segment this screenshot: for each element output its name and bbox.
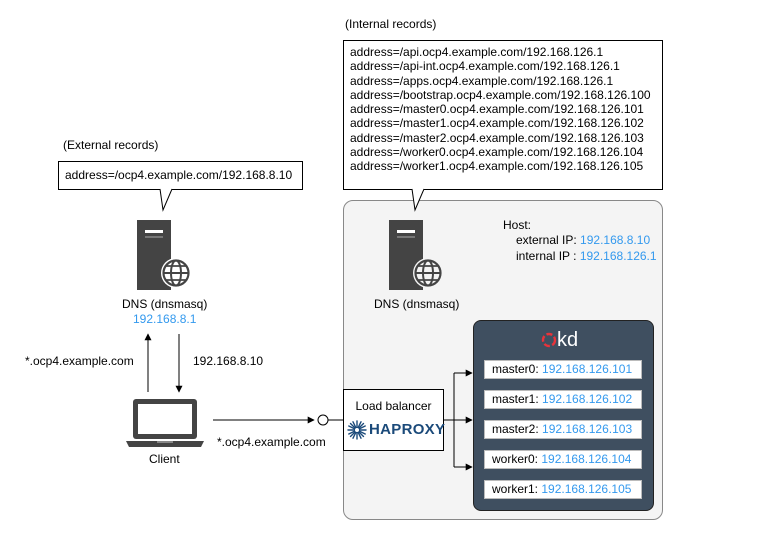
external-dns-ip: 192.168.8.1 (133, 312, 197, 326)
haproxy-logo-icon (347, 420, 367, 440)
okd-node-master1: master1: 192.168.126.102 (484, 390, 642, 409)
host-port-circle (317, 414, 329, 426)
client-request-label: *.ocp4.example.com (217, 435, 326, 449)
internal-record-line: address=/worker0.ocp4.example.com/192.16… (350, 145, 644, 160)
node-name: master0: (492, 362, 539, 376)
external-dns-label: DNS (dnsmasq) (122, 297, 208, 311)
internal-record-line: address=/master2.ocp4.example.com/192.16… (350, 130, 644, 145)
external-records-box: address=/ocp4.example.com/192.168.8.10 (58, 161, 303, 190)
haproxy-logo-text: HAPROXY (369, 421, 446, 438)
host-external-ip-row: external IP: 192.168.8.10 (503, 233, 657, 248)
node-ip: 192.168.126.104 (541, 452, 632, 466)
okd-logo: kd (541, 329, 578, 350)
okd-cluster (473, 320, 654, 511)
host-internal-ip-row: internal IP : 192.168.126.1 (503, 249, 657, 264)
external-record-line: address=/ocp4.example.com/192.168.8.10 (65, 168, 293, 182)
node-ip: 192.168.126.105 (541, 482, 632, 496)
internal-record-line: address=/apps.ocp4.example.com/192.168.1… (350, 73, 614, 88)
node-ip: 192.168.126.101 (542, 362, 633, 376)
load-balancer-title: Load balancer (355, 399, 432, 413)
external-records-title: (External records) (63, 138, 159, 152)
node-ip: 192.168.126.102 (542, 392, 633, 406)
okd-logo-text: kd (557, 329, 578, 350)
internal-records-title: (Internal records) (345, 17, 437, 31)
internal-dns-label: DNS (dnsmasq) (374, 297, 460, 311)
dns-response-label: 192.168.8.10 (193, 354, 264, 368)
server-globe-icon (137, 220, 191, 290)
host-external-label: external IP: (516, 233, 577, 248)
internal-record-line: address=/master1.ocp4.example.com/192.16… (350, 116, 644, 131)
okd-node-master2: master2: 192.168.126.103 (484, 420, 642, 439)
server-globe-icon (389, 220, 443, 290)
node-ip: 192.168.126.103 (542, 422, 633, 436)
laptop-icon (126, 399, 204, 447)
internal-record-line: address=/bootstrap.ocp4.example.com/192.… (350, 87, 651, 102)
host-internal-label: internal IP : (516, 248, 577, 263)
internal-record-line: address=/master0.ocp4.example.com/192.16… (350, 102, 644, 117)
external-callout-tail (159, 188, 173, 212)
node-name: master2: (492, 422, 539, 436)
internal-records-box: address=/api.ocp4.example.com/192.168.12… (343, 40, 663, 190)
dns-query-label: *.ocp4.example.com (25, 354, 134, 368)
internal-record-line: address=/api-int.ocp4.example.com/192.16… (350, 59, 620, 74)
okd-node-master0: master0: 192.168.126.101 (484, 360, 642, 379)
node-name: master1: (492, 392, 539, 406)
internal-record-line: address=/api.ocp4.example.com/192.168.12… (350, 45, 604, 59)
internal-record-line: address=/worker1.ocp4.example.com/192.16… (350, 159, 644, 174)
lb-fanout-arrows (444, 369, 473, 471)
node-name: worker1: (492, 482, 539, 496)
node-name: worker0: (492, 452, 539, 466)
load-balancer-box: Load balancer HAPROXY (343, 389, 446, 451)
internal-callout-tail (411, 188, 425, 212)
host-title: Host: (503, 218, 532, 232)
client-label: Client (149, 452, 180, 466)
okd-node-worker1: worker1: 192.168.126.105 (484, 480, 642, 499)
okd-node-worker0: worker0: 192.168.126.104 (484, 450, 642, 469)
host-internal-ip: 192.168.126.1 (579, 248, 657, 263)
host-info: Host: external IP: 192.168.8.10 internal… (503, 218, 657, 264)
host-external-ip: 192.168.8.10 (580, 233, 651, 248)
